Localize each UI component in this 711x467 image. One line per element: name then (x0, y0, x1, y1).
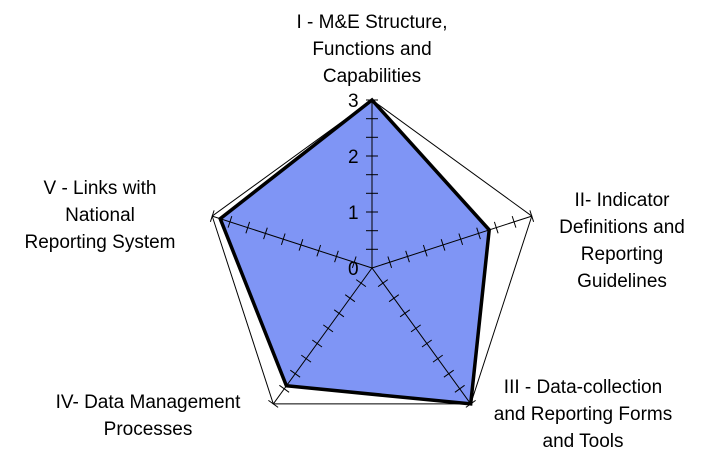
axis-label-line: and Tools (543, 431, 624, 452)
axis-label-line: Capabilities (323, 66, 421, 87)
tick-mark (316, 244, 322, 257)
tick-mark (377, 279, 389, 288)
tick-mark (344, 294, 356, 303)
tick-mark (421, 339, 432, 348)
tick-mark (280, 233, 286, 246)
scale-label-1: 1 (348, 203, 359, 224)
tick-mark (268, 399, 279, 408)
axis-label-line: Definitions and (559, 217, 685, 238)
scale-label-3: 3 (348, 91, 359, 112)
tick-mark (458, 233, 464, 246)
series-area-0 (218, 97, 492, 406)
tick-mark (388, 294, 400, 303)
tick-mark (493, 221, 499, 234)
axis-label-line: National (65, 205, 135, 226)
tick-mark (529, 210, 535, 222)
tick-mark (334, 250, 339, 263)
scale-label-0: 0 (348, 259, 359, 280)
axis-label-line: Functions and (312, 39, 431, 60)
tick-mark (399, 309, 411, 318)
tick-mark (279, 384, 290, 393)
tick-mark (443, 369, 454, 378)
scale-label-2: 2 (348, 147, 359, 168)
axis-label-line: and Reporting Forms (494, 404, 672, 425)
tick-mark (422, 244, 428, 257)
axis-label-line: II- Indicator (574, 190, 670, 211)
axis-label-3: III - Data-collection and Reporting Forms… (494, 377, 672, 452)
tick-mark (387, 256, 393, 269)
tick-mark (405, 250, 410, 263)
tick-mark (432, 354, 443, 363)
tick-mark (511, 215, 517, 228)
tick-mark (476, 227, 481, 240)
tick-mark (245, 221, 251, 234)
axis-label-line: Processes (104, 419, 193, 440)
tick-mark (351, 256, 357, 269)
axis-label-line: I - M&E Structure, (297, 12, 448, 33)
tick-mark (227, 215, 233, 228)
tick-mark (298, 239, 304, 251)
tick-mark (465, 399, 476, 408)
axis-spoke-4 (212, 215, 373, 269)
axis-spoke-3 (272, 267, 373, 405)
tick-mark (209, 210, 215, 222)
tick-mark (333, 309, 345, 318)
tick-mark (290, 369, 301, 378)
axis-spoke-2 (371, 267, 472, 405)
tick-mark (454, 384, 465, 393)
grid-outline (211, 99, 533, 405)
tick-mark (263, 227, 268, 240)
tick-mark (355, 279, 367, 288)
tick-mark (301, 354, 312, 363)
tick-mark (440, 239, 446, 251)
tick-mark (323, 324, 334, 333)
axis-label-line: V - Links with (44, 178, 157, 199)
axis-label-line: Guidelines (577, 271, 667, 292)
axis-label-line: Reporting (581, 244, 663, 265)
axis-spoke-1 (371, 215, 532, 269)
axis-label-line: Reporting System (24, 232, 175, 253)
tick-mark (312, 339, 323, 348)
tick-mark (410, 324, 421, 333)
axis-label-line: IV- Data Management (56, 392, 242, 413)
axis-label-line: III - Data-collection (504, 377, 662, 398)
